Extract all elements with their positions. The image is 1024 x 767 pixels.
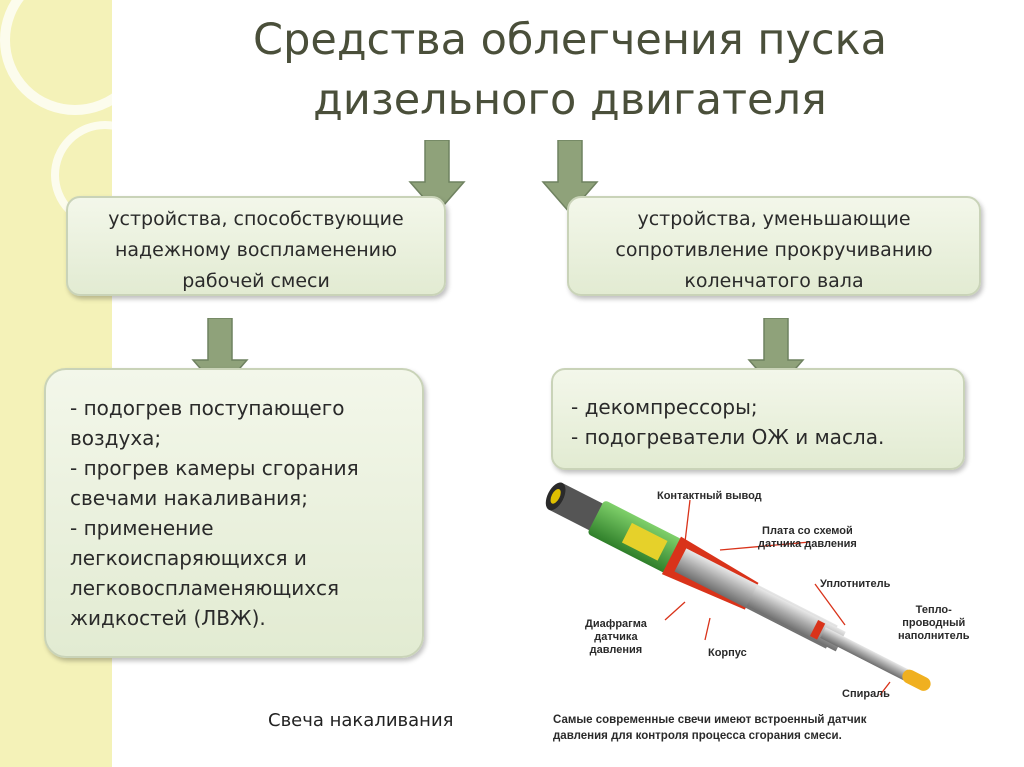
label-diaphragm: Диафрагма датчика давления	[585, 618, 647, 657]
glow-plug-illustration	[545, 482, 931, 696]
page-title: Средства облегчения пуска дизельного дви…	[150, 10, 990, 130]
label-line: Плата со схемой	[762, 525, 853, 537]
glow-plug-note: Самые современные свечи имеют встроенный…	[553, 712, 933, 744]
label-line: давления	[589, 644, 643, 656]
category-line: устройства, способствующие	[108, 208, 404, 230]
list-item: воздуха;	[70, 426, 162, 450]
list-item: жидкостей (ЛВЖ).	[70, 606, 266, 630]
list-item: - подогреватели ОЖ и масла.	[571, 425, 885, 449]
category-line: сопротивление прокручиванию	[615, 239, 933, 261]
label-filler: Тепло- проводный наполнитель	[898, 604, 970, 643]
arrow-down-icon	[408, 140, 466, 215]
label-line: проводный	[902, 617, 966, 629]
label-body: Корпус	[708, 647, 747, 659]
title-line-2: дизельного двигателя	[313, 75, 827, 125]
list-item: - прогрев камеры сгорания	[70, 456, 359, 480]
list-item: легковоспламеняющихся	[70, 576, 340, 600]
category-line: надежному воспламенению	[114, 239, 398, 261]
label-spiral: Спираль	[842, 688, 890, 700]
label-line: Тепло-	[915, 604, 952, 616]
resistance-methods-list: - декомпрессоры; - подогреватели ОЖ и ма…	[551, 368, 965, 470]
note-line: Самые современные свечи имеют встроенный…	[553, 714, 867, 726]
category-line: коленчатого вала	[684, 270, 864, 292]
label-line: наполнитель	[898, 630, 970, 642]
ignition-methods-list: - подогрев поступающего воздуха; - прогр…	[44, 368, 424, 658]
title-line-1: Средства облегчения пуска	[253, 15, 887, 65]
note-line: давления для контроля процесса сгорания …	[553, 730, 842, 742]
category-line: рабочей смеси	[182, 270, 330, 292]
label-sensor-board: Плата со схемой датчика давления	[758, 525, 857, 551]
label-line: датчика	[594, 631, 638, 643]
list-item: свечами накаливания;	[70, 486, 308, 510]
label-seal: Уплотнитель	[820, 578, 891, 590]
list-item: - декомпрессоры;	[571, 395, 758, 419]
label-contact-terminal: Контактный вывод	[657, 490, 762, 502]
glow-plug-caption: Свеча накаливания	[268, 710, 454, 731]
list-item: - подогрев поступающего	[70, 396, 345, 420]
category-ignition-box: устройства, способствующие надежному вос…	[66, 196, 446, 296]
list-item: легкоиспаряющихся и	[70, 546, 307, 570]
label-line: датчика давления	[758, 538, 857, 550]
category-resistance-box: устройства, уменьшающие сопротивление пр…	[567, 196, 981, 296]
category-line: устройства, уменьшающие	[637, 208, 911, 230]
label-line: Диафрагма	[585, 618, 647, 630]
list-item: - применение	[70, 516, 214, 540]
